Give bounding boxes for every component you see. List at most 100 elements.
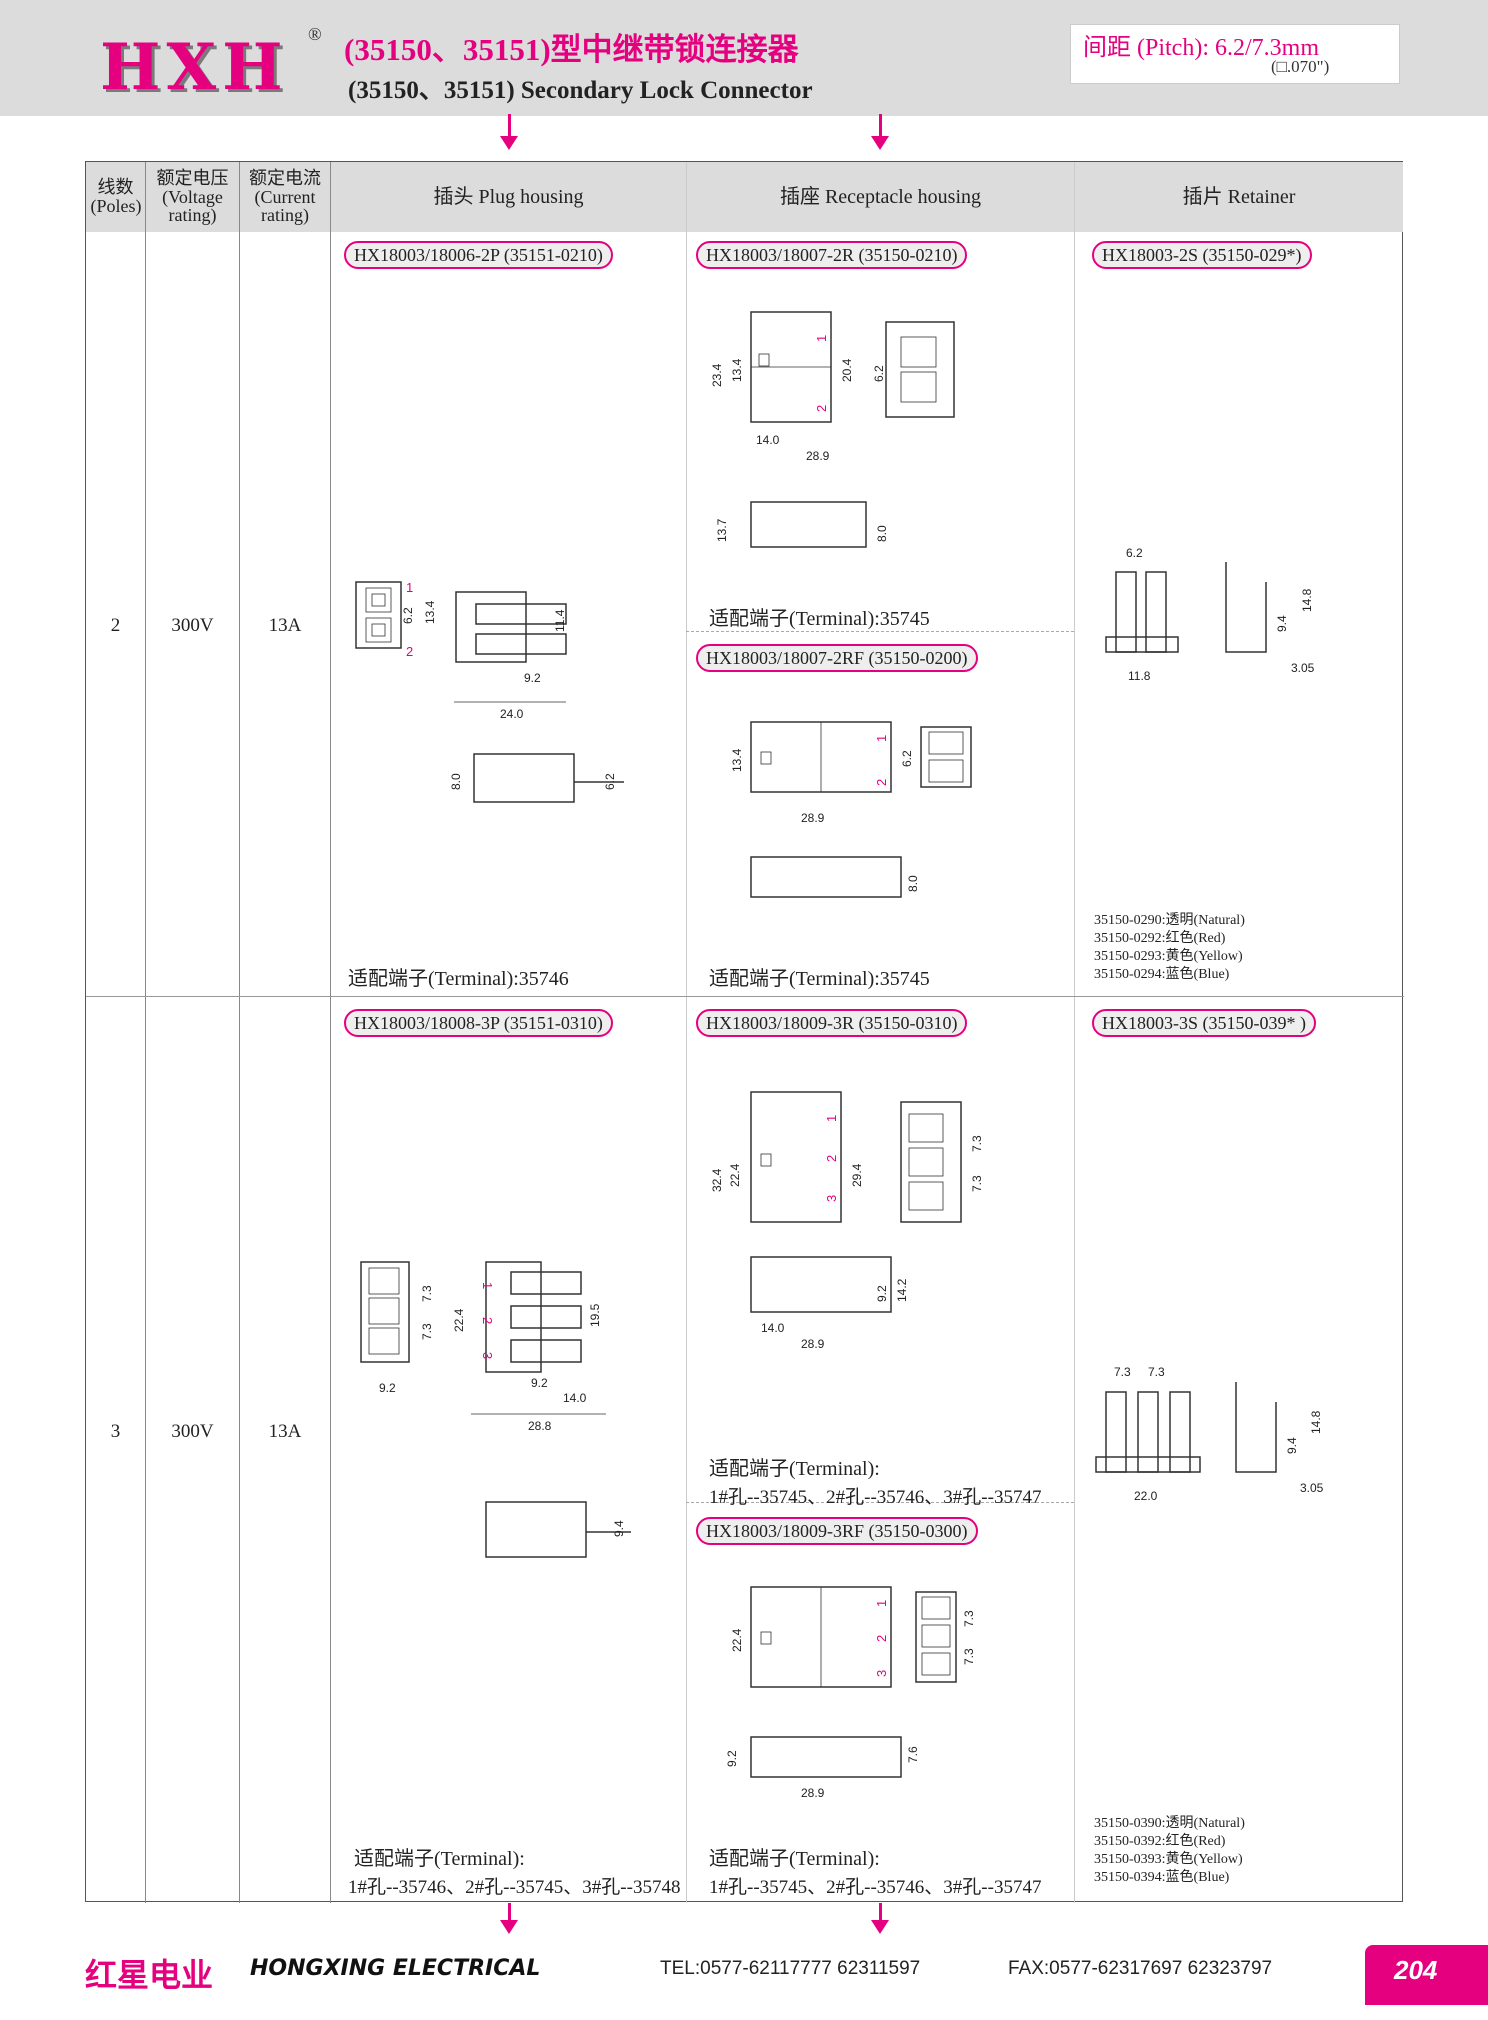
svg-text:24.0: 24.0: [500, 707, 524, 721]
col-header-poles: 线数 (Poles): [86, 162, 145, 232]
svg-text:28.9: 28.9: [801, 811, 825, 825]
svg-text:2: 2: [814, 405, 829, 412]
svg-text:6.2: 6.2: [401, 607, 415, 624]
svg-text:3: 3: [824, 1195, 839, 1202]
svg-text:3.05: 3.05: [1291, 661, 1315, 675]
svg-text:7.3: 7.3: [420, 1285, 434, 1302]
color-option: 35150-0394:蓝色(Blue): [1094, 1870, 1230, 1885]
svg-text:7.3: 7.3: [1148, 1365, 1165, 1379]
col-header-current: 额定电流 (Current rating): [240, 162, 330, 232]
row1-current: 13A: [268, 615, 302, 636]
arrow-down-icon: [508, 114, 511, 138]
svg-text:6.2: 6.2: [872, 365, 886, 382]
receptacle-3rf-drawing: 1 2 3 22.4 7.3 7.3 9.2 7.6 28.9: [725, 1586, 976, 1800]
svg-text:1: 1: [406, 580, 413, 595]
company-name-en: HONGXING ELECTRICAL: [250, 1956, 541, 1981]
receptacle-3r-drawing: 1 2 3 32.4 22.4 29.4 7.3 7.3 9.2 14.2 14…: [710, 1091, 984, 1351]
product-table: 线数 (Poles) 额定电压 (Voltage rating) 额定电流 (C…: [85, 161, 1404, 1903]
svg-text:9.2: 9.2: [531, 1376, 548, 1390]
page-number: 204: [1394, 1955, 1438, 1985]
svg-text:9.2: 9.2: [725, 1750, 739, 1767]
arrow-down-icon: [879, 1903, 882, 1923]
svg-text:7.3: 7.3: [970, 1175, 984, 1192]
color-options: 35150-0390:透明(Natural) 35150-0392:红色(Red…: [1094, 1815, 1245, 1887]
svg-text:32.4: 32.4: [710, 1168, 724, 1192]
col-header-plug: 插头 Plug housing: [331, 162, 686, 232]
svg-text:7.3: 7.3: [1114, 1365, 1131, 1379]
row1-voltage: 300V: [171, 615, 214, 636]
terminal-note: 适配端子(Terminal):35745: [709, 608, 930, 630]
color-option: 35150-0292:红色(Red): [1094, 931, 1226, 946]
svg-text:22.4: 22.4: [730, 1628, 744, 1652]
grid-line: [1074, 162, 1075, 1903]
grid-line: [686, 162, 687, 1903]
color-option: 35150-0293:黄色(Yellow): [1094, 949, 1243, 964]
plug-2p-drawing: 1 2 6.2 13.4 11.4 9.2 24.0 8.0 6.2: [355, 580, 624, 803]
svg-text:22.0: 22.0: [1134, 1489, 1158, 1503]
svg-text:7.3: 7.3: [962, 1610, 976, 1627]
svg-text:3: 3: [480, 1352, 495, 1359]
svg-text:7.3: 7.3: [420, 1323, 434, 1340]
page-number-badge: [1365, 1945, 1488, 2005]
svg-text:2: 2: [874, 1635, 889, 1642]
svg-text:7.3: 7.3: [970, 1135, 984, 1152]
svg-text:6.2: 6.2: [900, 750, 914, 767]
svg-text:2: 2: [406, 644, 413, 659]
svg-text:20.4: 20.4: [840, 358, 854, 382]
svg-text:7.3: 7.3: [962, 1648, 976, 1665]
terminal-note: 适配端子(Terminal):: [709, 1458, 880, 1480]
dash-divider: [686, 631, 1074, 632]
page-title-cn: (35150、35151)型中继带锁连接器: [344, 32, 799, 67]
part-number-badge: HX18003/18007-2RF (35150-0200): [696, 644, 978, 672]
svg-text:9.2: 9.2: [524, 671, 541, 685]
svg-text:8.0: 8.0: [875, 525, 889, 542]
color-options: 35150-0290:透明(Natural) 35150-0292:红色(Red…: [1094, 912, 1245, 984]
color-option: 35150-0390:透明(Natural): [1094, 1816, 1245, 1831]
registered-mark: ®: [308, 24, 322, 44]
part-number-badge: HX18003/18009-3R (35150-0310): [696, 1009, 968, 1037]
svg-text:1: 1: [824, 1115, 839, 1122]
footer-tel: TEL:0577-62117777 62311597: [660, 1958, 921, 1979]
svg-text:1: 1: [874, 735, 889, 742]
svg-text:6.2: 6.2: [1126, 546, 1143, 560]
row2-poles: 3: [110, 1421, 121, 1442]
terminal-note: 适配端子(Terminal):: [709, 1848, 880, 1870]
svg-text:1: 1: [480, 1282, 495, 1289]
arrow-down-icon: [508, 1903, 511, 1923]
terminal-note: 适配端子(Terminal):35745: [709, 968, 930, 990]
row2-current: 13A: [268, 1421, 302, 1442]
grid-line: [145, 162, 146, 1903]
svg-text:2: 2: [874, 779, 889, 786]
svg-text:9.2: 9.2: [379, 1381, 396, 1395]
col-header-retainer: 插片 Retainer: [1075, 162, 1403, 232]
arrow-head-icon: [500, 1920, 518, 1934]
arrow-down-icon: [879, 114, 882, 138]
row1-poles: 2: [110, 615, 121, 636]
arrow-head-icon: [500, 136, 518, 150]
svg-text:14.0: 14.0: [563, 1391, 587, 1405]
part-number-badge: HX18003/18006-2P (35151-0210): [344, 241, 613, 269]
part-number-badge: HX18003-3S (35150-039* ): [1092, 1009, 1316, 1037]
svg-text:2: 2: [824, 1155, 839, 1162]
terminal-note: 1#孔--35746、2#孔--35745、3#孔--35748: [348, 1877, 681, 1898]
svg-text:14.0: 14.0: [761, 1321, 785, 1335]
pitch-value: 间距 (Pitch): 6.2/7.3mm: [1083, 35, 1319, 61]
terminal-note: 1#孔--35745、2#孔--35746、3#孔--35747: [709, 1877, 1042, 1898]
svg-text:13.7: 13.7: [715, 518, 729, 542]
part-number-badge: HX18003/18007-2R (35150-0210): [696, 241, 968, 269]
svg-text:1: 1: [874, 1600, 889, 1607]
part-number-badge: HX18003-2S (35150-029*): [1092, 241, 1312, 269]
svg-text:1: 1: [814, 335, 829, 342]
terminal-note: 1#孔--35745、2#孔--35746、3#孔--35747: [709, 1487, 1042, 1508]
part-number-badge: HX18003/18008-3P (35151-0310): [344, 1009, 613, 1037]
receptacle-2r-drawing: 1 2 23.4 13.4 20.4 6.2 14.0 28.9 13.7 8.…: [710, 311, 955, 548]
svg-text:14.8: 14.8: [1309, 1410, 1323, 1434]
terminal-note: 适配端子(Terminal):35746: [348, 968, 569, 990]
svg-text:11.8: 11.8: [1128, 669, 1151, 683]
svg-text:9.4: 9.4: [612, 1520, 626, 1537]
col-header-voltage: 额定电压 (Voltage rating): [146, 162, 239, 232]
receptacle-2rf-drawing: 1 2 13.4 6.2 28.9 8.0: [730, 721, 972, 898]
part-number-badge: HX18003/18009-3RF (35150-0300): [696, 1517, 978, 1545]
svg-text:3.05: 3.05: [1300, 1481, 1324, 1495]
svg-text:9.4: 9.4: [1275, 615, 1289, 632]
